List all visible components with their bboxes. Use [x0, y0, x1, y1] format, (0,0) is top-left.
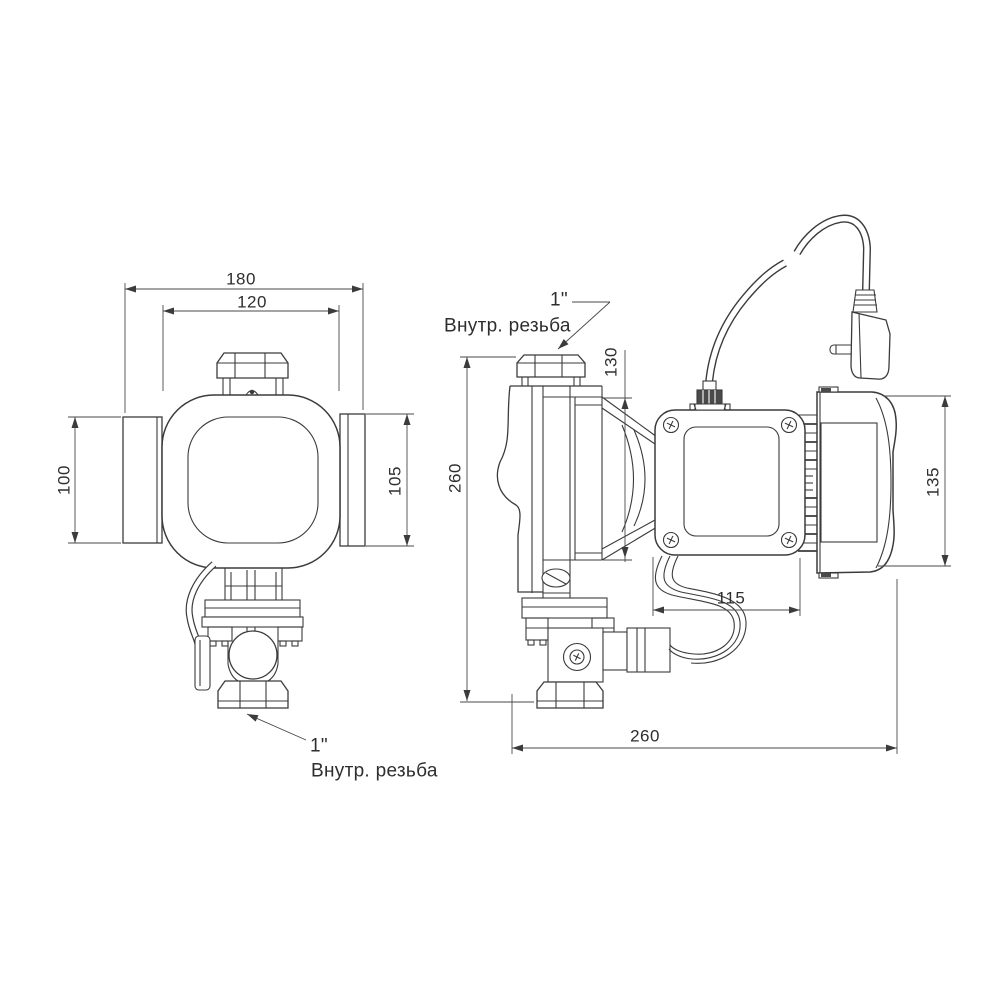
dimension-label-overall-width: 180: [226, 269, 256, 289]
thread-note-label-front: Внутр. резьба: [311, 760, 438, 782]
side-view-drawing: [496, 214, 897, 709]
front-view-drawing: [122, 352, 366, 709]
dimension-label-cap-height: 135: [923, 467, 943, 497]
dimension-label-overall-height: 260: [445, 463, 465, 493]
dimension-label-right-pipe-height: 105: [385, 466, 405, 496]
power-plug: [829, 289, 891, 380]
valve-assembly: [521, 597, 671, 709]
motor-end-cap: [816, 386, 897, 579]
dimension-label-flange-height: 130: [601, 347, 621, 377]
power-cord: [705, 214, 872, 384]
cable-gland: [689, 380, 731, 411]
thread-size-label-side: 1": [550, 289, 568, 311]
thread-size-label-front: 1": [310, 735, 328, 757]
dimension-lines: [68, 283, 951, 754]
dimension-arrows: [71, 285, 949, 752]
sensor-cable: [654, 555, 747, 664]
control-box: [654, 409, 806, 556]
screw-icon: [662, 416, 798, 549]
dimension-label-motor-length: 115: [716, 588, 746, 608]
thread-note-label-side: Внутр. резьба: [444, 315, 571, 337]
dimension-label-left-pipe-height: 100: [54, 465, 74, 495]
dimension-label-body-width: 120: [237, 292, 267, 312]
dimension-label-overall-length: 260: [630, 726, 660, 746]
